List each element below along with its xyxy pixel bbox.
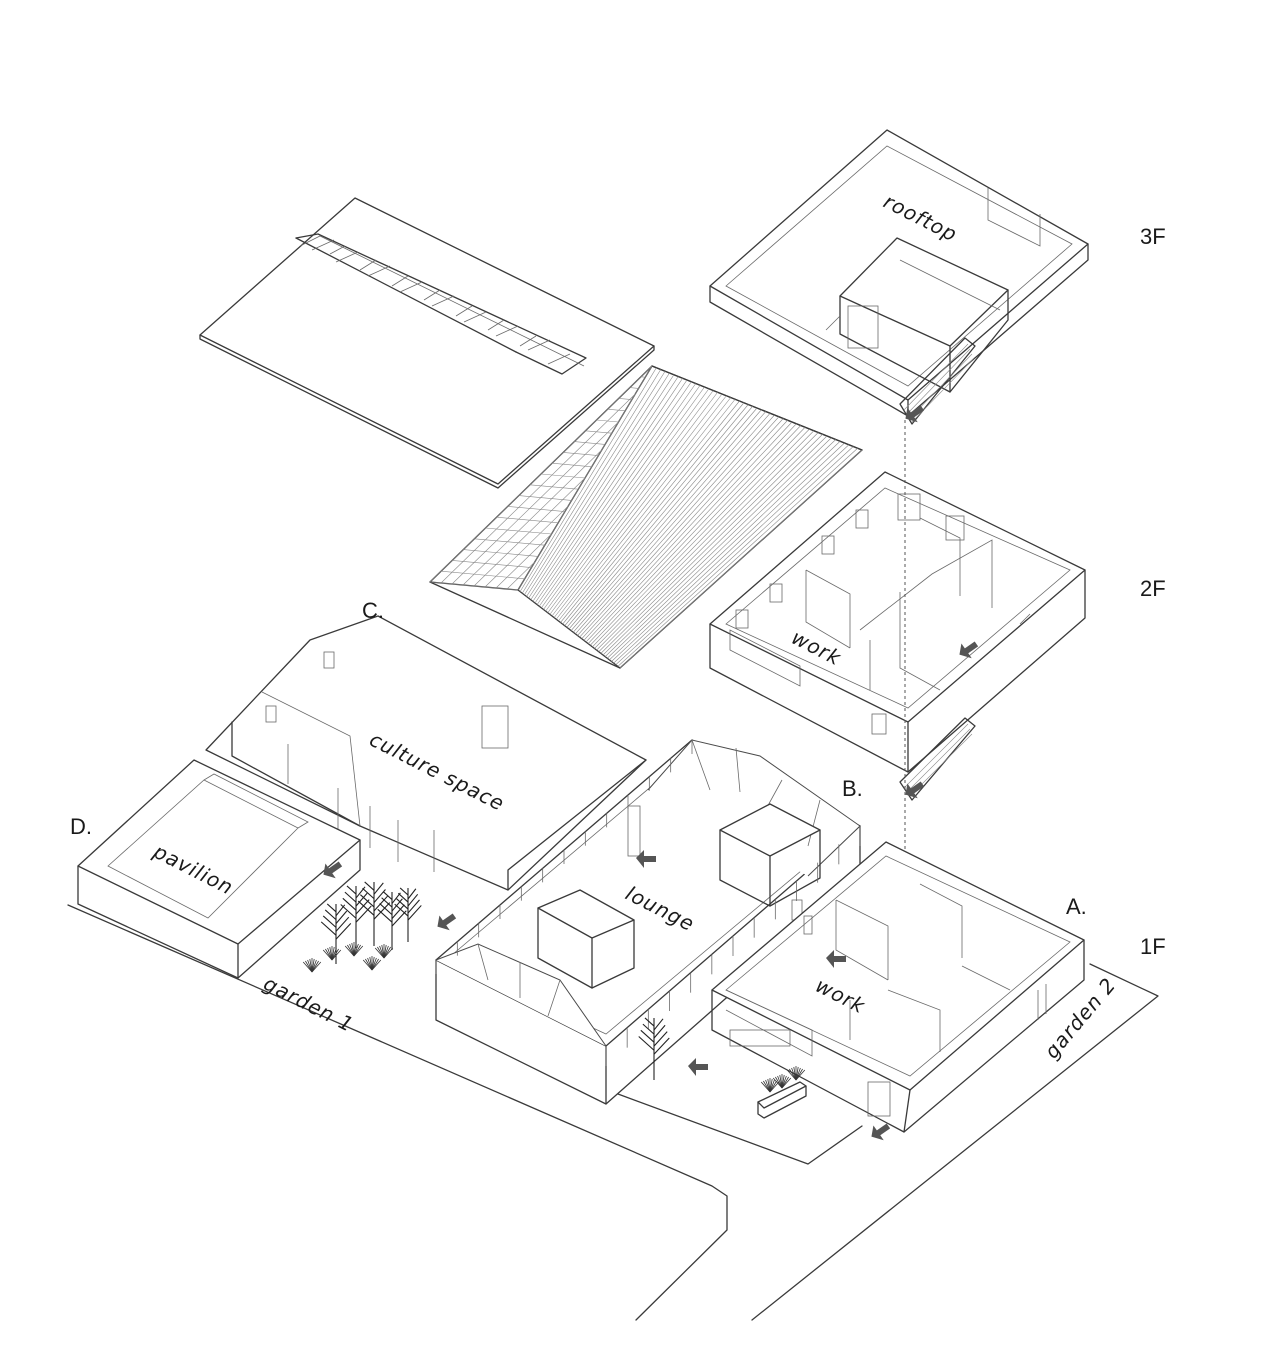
tree-icon <box>340 885 372 948</box>
lounge-railing <box>435 740 861 1066</box>
building-label-d: D. <box>70 814 92 839</box>
arrow-icon <box>323 861 343 879</box>
rooftop-block <box>709 129 1089 417</box>
arrow-icon <box>905 781 925 799</box>
planter <box>757 1081 807 1119</box>
arrow-icon <box>826 950 846 968</box>
grass-icon <box>362 956 382 971</box>
gable-roof <box>429 365 863 669</box>
culture-space-block <box>205 615 647 891</box>
tree-icon <box>357 881 391 946</box>
arrow-icon <box>636 850 656 868</box>
grass-icon <box>344 942 364 957</box>
tree-icon <box>377 891 407 950</box>
tree-icon <box>394 887 422 942</box>
garden-trees <box>302 881 806 1093</box>
grass-icon <box>322 946 342 961</box>
grass-icon <box>772 1074 792 1089</box>
building-label-b: B. <box>842 776 863 801</box>
grass-icon <box>302 958 322 973</box>
arrow-icon <box>905 405 925 423</box>
arrow-icon <box>437 913 457 931</box>
entry-arrows <box>323 405 979 1141</box>
grass-icon <box>374 944 394 959</box>
roof-corrugation <box>429 365 863 669</box>
stairs-2f <box>899 717 976 801</box>
skylight-glazing <box>299 235 585 367</box>
site-ground <box>67 904 1159 1321</box>
arrow-icon <box>688 1058 708 1076</box>
building-label-a: A. <box>1066 894 1087 919</box>
floor-label-1f: 1F <box>1140 934 1166 959</box>
grass-icon <box>786 1066 806 1081</box>
floor-label-2f: 2F <box>1140 576 1166 601</box>
work-2f-block <box>709 471 1086 773</box>
label-garden-2: garden 2 <box>1039 973 1120 1063</box>
lounge-block <box>435 739 861 1105</box>
floor-label-3f: 3F <box>1140 224 1166 249</box>
building-label-c: C. <box>362 598 384 623</box>
work-1f-block <box>711 841 1085 1133</box>
roof-panel-skylight <box>199 197 655 489</box>
arrow-icon <box>871 1123 891 1141</box>
tree-icon <box>638 1017 670 1080</box>
label-garden-1: garden 1 <box>260 971 358 1037</box>
pavilion-block <box>77 759 361 979</box>
arrow-icon <box>959 641 979 659</box>
grass-icon <box>760 1078 780 1093</box>
